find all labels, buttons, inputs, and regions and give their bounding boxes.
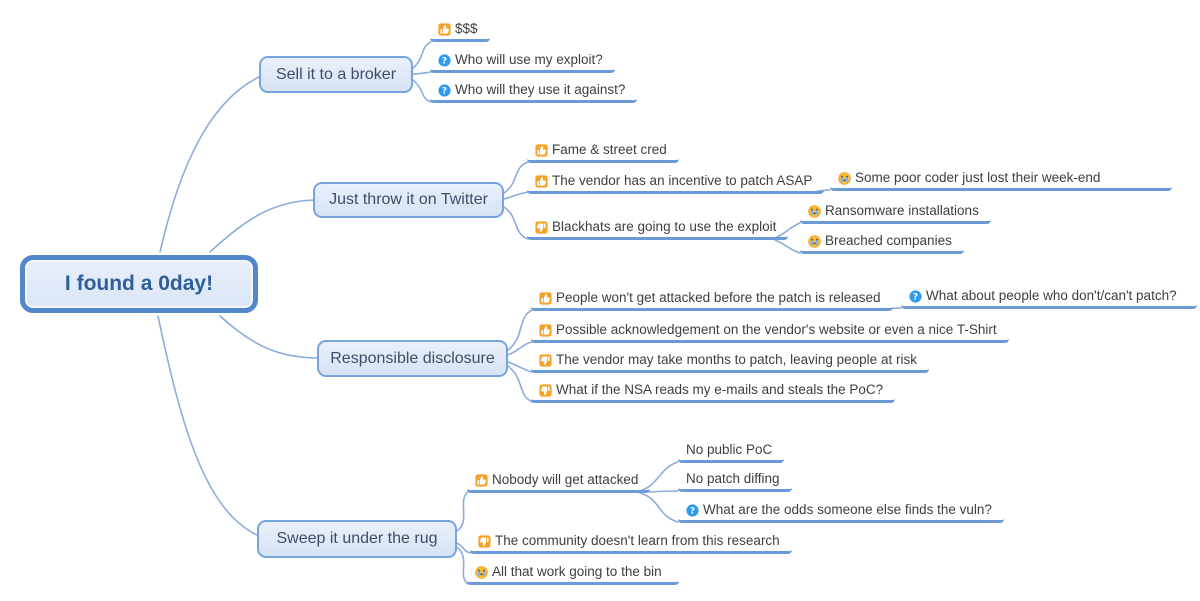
thumbs-up-icon [438, 23, 451, 36]
leaf-use-it-against[interactable]: Who will they use it against? [430, 82, 638, 103]
root-node[interactable]: I found a 0day! [20, 255, 258, 313]
thumbs-up-icon [539, 324, 552, 337]
thumbs-up-icon [539, 292, 552, 305]
branch-label: Just throw it on Twitter [329, 191, 488, 208]
thumbs-up-icon [475, 474, 488, 487]
leaf-label: Fame & street cred [552, 142, 667, 157]
edge-sweep-2 [456, 542, 472, 554]
leaf-blackhats[interactable]: Blackhats are going to use the exploit [527, 219, 789, 240]
leaf-label: The community doesn't learn from this re… [495, 533, 780, 548]
leaf-poor-coder[interactable]: Some poor coder just lost their week-end [830, 170, 1172, 191]
branch-sell-it-to-a-broker[interactable]: Sell it to a broker [259, 56, 413, 93]
edge-responsible-2 [507, 341, 533, 356]
edge-twitter-2 [503, 191, 529, 200]
leaf-label: Who will they use it against? [455, 82, 626, 97]
leaf-label: Who will use my exploit? [455, 52, 603, 67]
edge-sell-2 [412, 71, 432, 75]
edge-twitter-1 [503, 161, 529, 194]
crying-icon [838, 172, 851, 185]
thumbs-down-icon [478, 535, 491, 548]
edge-responsible-4 [507, 365, 533, 403]
leaf-label: What are the odds someone else finds the… [703, 502, 992, 517]
edge-sweep-1 [456, 491, 469, 532]
leaf-label: No patch diffing [686, 471, 780, 486]
leaf-label: All that work going to the bin [492, 564, 662, 579]
crying-icon [808, 235, 821, 248]
leaf-work-to-the-bin[interactable]: All that work going to the bin [467, 564, 679, 585]
edge-blackhats-breached [774, 239, 801, 254]
branch-just-throw-it-on-twitter[interactable]: Just throw it on Twitter [313, 182, 504, 218]
branch-sweep-it-under-the-rug[interactable]: Sweep it under the rug [257, 520, 457, 558]
leaf-what-about-nonpatchers[interactable]: What about people who don't/can't patch? [901, 288, 1197, 309]
leaf-community-doesnt-learn[interactable]: The community doesn't learn from this re… [470, 533, 792, 554]
leaf-who-will-use[interactable]: Who will use my exploit? [430, 52, 615, 73]
edge-root-responsible [219, 315, 320, 359]
leaf-people-wont-get-attacked[interactable]: People won't get attacked before the pat… [531, 290, 893, 311]
leaf-label: People won't get attacked before the pat… [556, 290, 881, 305]
thumbs-up-icon [535, 175, 548, 188]
crying-icon [475, 566, 488, 579]
thumbs-down-icon [535, 221, 548, 234]
branch-label: Responsible disclosure [330, 349, 495, 367]
root-label: I found a 0day! [64, 272, 214, 295]
leaf-vendor-incentive[interactable]: The vendor has an incentive to patch ASA… [527, 173, 825, 194]
leaf-label: Ransomware installations [825, 203, 979, 218]
edge-sell-3 [412, 79, 432, 103]
edge-nobody-odds [639, 492, 679, 523]
crying-icon [808, 205, 821, 218]
leaf-label: The vendor may take months to patch, lea… [556, 352, 917, 367]
edge-root-sell [159, 75, 262, 253]
leaf-vendor-months[interactable]: The vendor may take months to patch, lea… [531, 352, 929, 373]
edge-sell-1 [412, 41, 432, 69]
edge-responsible-3 [507, 361, 533, 373]
edge-root-sweep [157, 315, 260, 537]
leaf-label: $$$ [455, 21, 478, 36]
question-icon [686, 504, 699, 517]
leaf-label: Breached companies [825, 233, 952, 248]
branch-label: Sell it to a broker [275, 65, 397, 83]
leaf-ransomware[interactable]: Ransomware installations [800, 203, 991, 224]
leaf-nobody-attacked[interactable]: Nobody will get attacked [467, 472, 651, 493]
edge-twitter-3 [503, 206, 529, 240]
leaf-label: The vendor has an incentive to patch ASA… [552, 173, 813, 188]
question-icon [438, 84, 451, 97]
leaf-label: Possible acknowledgement on the vendor's… [556, 322, 997, 337]
leaf-label: Nobody will get attacked [492, 472, 639, 487]
leaf-breached[interactable]: Breached companies [800, 233, 964, 254]
leaf-label: What about people who don't/can't patch? [926, 288, 1177, 303]
leaf-no-public-poc[interactable]: No public PoC [678, 442, 785, 463]
leaf-label: Blackhats are going to use the exploit [552, 219, 777, 234]
thumbs-up-icon [535, 144, 548, 157]
branch-responsible-disclosure[interactable]: Responsible disclosure [317, 340, 508, 377]
leaf-label: Some poor coder just lost their week-end [855, 170, 1101, 185]
leaf-money[interactable]: $$$ [430, 21, 490, 42]
leaf-fame[interactable]: Fame & street cred [527, 142, 679, 163]
leaf-nsa-reads-emails[interactable]: What if the NSA reads my e-mails and ste… [531, 382, 896, 403]
thumbs-down-icon [539, 354, 552, 367]
leaf-odds-someone-finds[interactable]: What are the odds someone else finds the… [678, 502, 1004, 523]
question-icon [438, 54, 451, 67]
leaf-label: What if the NSA reads my e-mails and ste… [556, 382, 884, 397]
leaf-no-patch-diffing[interactable]: No patch diffing [678, 471, 792, 492]
leaf-label: No public PoC [686, 442, 773, 457]
leaf-acknowledgement[interactable]: Possible acknowledgement on the vendor's… [531, 322, 1009, 343]
branch-label: Sweep it under the rug [276, 530, 438, 547]
edge-root-twitter [209, 199, 316, 253]
thumbs-down-icon [539, 384, 552, 397]
edge-responsible-1 [507, 309, 533, 351]
question-icon [909, 290, 922, 303]
